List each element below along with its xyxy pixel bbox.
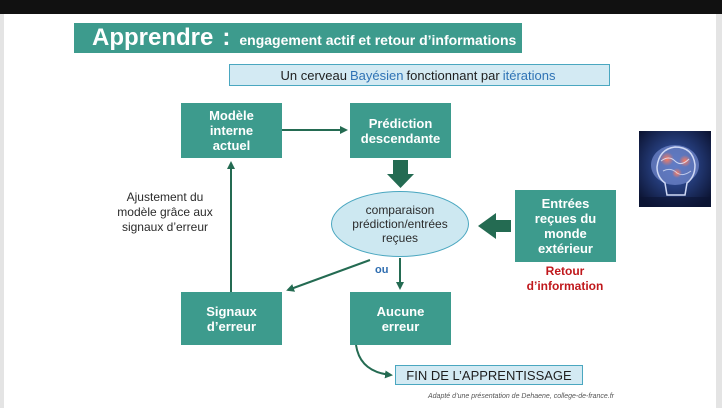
modele-interne-label: Modèle interne actuel (209, 108, 254, 153)
block-arrow-prediction-to-comparaison (387, 160, 414, 188)
subtitle-highlight-bayesien: Bayésien (350, 67, 404, 83)
left-frame-bar (0, 14, 4, 408)
retour-information-label: Retour d’information (526, 264, 604, 293)
slide-title: Apprendre : engagement actif et retour d… (74, 23, 522, 53)
top-frame-bar (0, 0, 722, 14)
title-subtitle: engagement actif et retour d’information… (239, 32, 517, 48)
bayesian-subtitle-box: Un cerveau Bayésien fonctionnant par ité… (229, 64, 610, 86)
aucune-erreur-box: Aucune erreur (350, 292, 451, 345)
modele-interne-box: Modèle interne actuel (181, 103, 282, 158)
title-separator: : (222, 24, 231, 51)
fin-apprentissage-box: FIN DE L’APPRENTISSAGE (395, 365, 583, 385)
aucune-erreur-label: Aucune erreur (376, 303, 425, 334)
title-main: Apprendre (92, 24, 214, 51)
subtitle-before: Un cerveau (280, 67, 347, 83)
comparaison-ellipse: comparaison prédiction/entrées reçues (331, 191, 469, 257)
arrow-aucune-to-fin (355, 344, 393, 379)
subtitle-highlight-iterations: itérations (502, 67, 556, 83)
source-credit: Adapté d’une présentation de Dehaene, co… (428, 393, 615, 400)
entrees-recues-box: Entrées reçues du monde extérieur (515, 190, 616, 262)
prediction-descendante-box: Prédiction descendante (350, 103, 451, 158)
entrees-recues-label: Entrées reçues du monde extérieur (534, 196, 597, 256)
comparaison-label: comparaison prédiction/entrées reçues (352, 203, 448, 245)
signaux-erreur-box: Signaux d’erreur (181, 292, 282, 345)
arrow-comparaison-to-signaux (286, 259, 371, 292)
ou-label: ou (375, 264, 389, 276)
block-arrow-entrees-to-comparaison (478, 213, 511, 239)
right-frame-bar (716, 14, 722, 408)
subtitle-middle: fonctionnant par (406, 67, 500, 83)
ajustement-label: Ajustement du modèle grâce aux signaux d… (117, 190, 213, 234)
signaux-erreur-label: Signaux d’erreur (206, 303, 257, 334)
fin-apprentissage-label: FIN DE L’APPRENTISSAGE (406, 367, 572, 383)
brain-icon (639, 131, 711, 207)
prediction-descendante-label: Prédiction descendante (360, 115, 441, 146)
